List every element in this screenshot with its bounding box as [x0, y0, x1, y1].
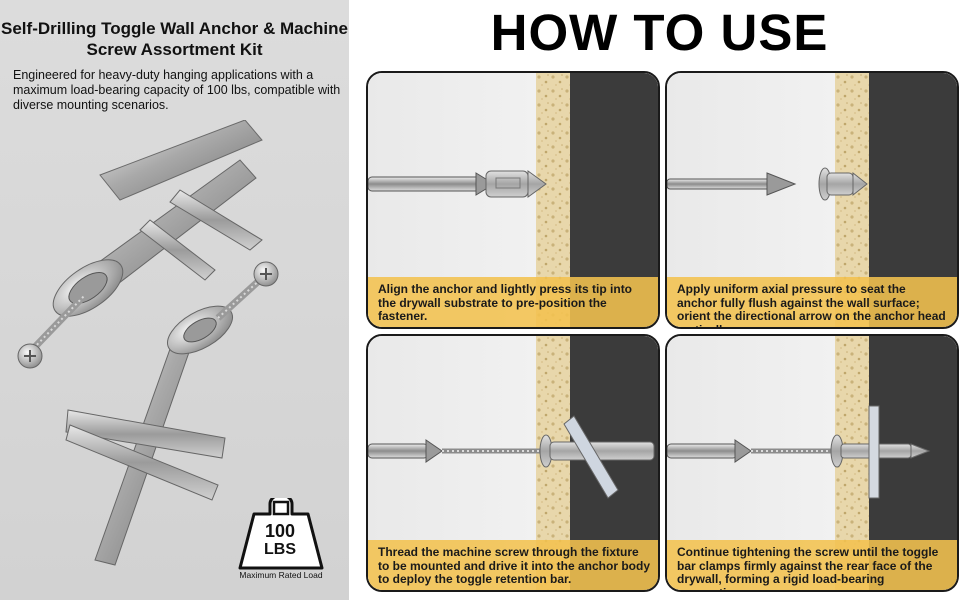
load-unit: LBS [264, 541, 296, 558]
step-card-4: Continue tightening the screw until the … [665, 334, 959, 592]
how-to-use-heading: HOW TO USE [490, 4, 829, 61]
step-4-caption: Continue tightening the screw until the … [667, 540, 957, 590]
load-value: 100 [264, 521, 296, 541]
step-card-2: Apply uniform axial pressure to seat the… [665, 71, 959, 329]
step-1-caption: Align the anchor and lightly press its t… [368, 277, 658, 327]
toggle-anchor-product-image [17, 120, 279, 566]
load-caption: Maximum Rated Load [239, 570, 323, 580]
product-panel: Self-Drilling Toggle Wall Anchor & Machi… [0, 0, 349, 600]
product-title: Self-Drilling Toggle Wall Anchor & Machi… [1, 19, 348, 59]
load-capacity-badge: 100 LBS Maximum Rated Load [234, 498, 328, 586]
step-3-caption: Thread the machine screw through the fix… [368, 540, 658, 590]
weight-icon [238, 498, 324, 570]
step-card-3: Thread the machine screw through the fix… [366, 334, 660, 592]
step-card-1: Align the anchor and lightly press its t… [366, 71, 660, 329]
product-description: Engineered for heavy-duty hanging applic… [13, 68, 341, 112]
step-2-caption: Apply uniform axial pressure to seat the… [667, 277, 957, 327]
